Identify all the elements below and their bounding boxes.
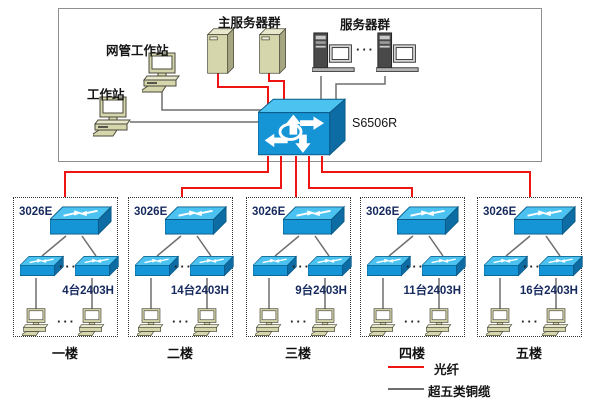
access-switch-icon xyxy=(484,255,528,277)
switch-ellipsis: ··· xyxy=(292,259,311,274)
switch-ellipsis: ··· xyxy=(523,259,542,274)
access-count-label: 4台2403H xyxy=(62,285,114,297)
floor-switch-label: 3026E xyxy=(134,206,168,218)
floor-name: 二楼 xyxy=(166,346,193,361)
servers-label: 服务器群 xyxy=(340,18,391,32)
fiber-link xyxy=(308,156,413,197)
pc-icon xyxy=(78,308,105,336)
floor-switch-label: 3026E xyxy=(19,206,53,218)
pc-icon xyxy=(369,308,396,336)
server-icon xyxy=(376,32,419,72)
floor-section: 3026E ··· 14台2403H ··· xyxy=(128,197,234,337)
switch-ellipsis: ··· xyxy=(174,259,193,274)
floor-copper-links xyxy=(499,235,561,311)
floor-section: 3026E ··· 11台2403H ··· xyxy=(360,197,466,337)
pc-icon xyxy=(137,308,164,336)
fiber-link xyxy=(181,156,282,197)
floor-name: 一楼 xyxy=(51,346,78,361)
legend-copper-line xyxy=(388,388,424,390)
pc-ellipsis: ··· xyxy=(172,314,191,329)
floor-switch-label: 3026E xyxy=(366,206,400,218)
floor-section: 3026E ··· 16台2403H ··· xyxy=(477,197,583,337)
access-switch-icon xyxy=(539,255,583,277)
aggregation-switch-icon xyxy=(283,205,345,236)
pc-icon xyxy=(255,308,282,336)
aggregation-switch-icon xyxy=(165,205,227,236)
workstation-label: 工作站 xyxy=(87,88,125,102)
pc-icon xyxy=(486,308,513,336)
floor-copper-links xyxy=(268,235,330,311)
access-switch-icon xyxy=(308,255,352,277)
access-count-label: 16台2403H xyxy=(519,285,578,297)
main-server-icon xyxy=(258,28,287,74)
access-count-label: 9台2403H xyxy=(295,285,347,297)
server-icon xyxy=(312,32,355,72)
access-switch-icon xyxy=(20,255,64,277)
switch-ellipsis: ··· xyxy=(406,259,425,274)
pc-icon xyxy=(311,308,338,336)
floor-switch-label: 3026E xyxy=(252,206,286,218)
floor-copper-links xyxy=(150,235,212,311)
floor-switch-label: 3026E xyxy=(483,206,517,218)
fiber-link xyxy=(217,72,269,104)
pc-icon xyxy=(542,308,569,336)
access-switch-icon xyxy=(422,255,466,277)
pc-ellipsis: ··· xyxy=(290,314,309,329)
aggregation-switch-icon xyxy=(514,205,576,236)
fiber-link xyxy=(321,156,531,197)
floor-name: 五楼 xyxy=(515,346,542,361)
core-switch-icon xyxy=(258,98,346,156)
floor-name: 三楼 xyxy=(284,346,311,361)
legend-copper-label: 超五类铜缆 xyxy=(428,385,491,399)
pc-icon xyxy=(425,308,452,336)
floor-section: 3026E ··· 4台2403H ··· xyxy=(13,197,119,337)
pc-ellipsis: ··· xyxy=(57,314,76,329)
access-switch-icon xyxy=(190,255,234,277)
workstation-icon xyxy=(93,96,131,137)
pc-ellipsis: ··· xyxy=(521,314,540,329)
pc-icon xyxy=(193,308,220,336)
core-area-box xyxy=(58,8,542,162)
fiber-link xyxy=(64,156,269,197)
access-switch-icon xyxy=(253,255,297,277)
core-switch-label: S6506R xyxy=(352,116,398,130)
fiber-link xyxy=(268,72,285,104)
aggregation-switch-icon xyxy=(50,205,112,236)
access-count-label: 14台2403H xyxy=(170,285,229,297)
floor-copper-links xyxy=(35,235,97,311)
access-count-label: 11台2403H xyxy=(403,285,461,297)
fiber-links xyxy=(64,72,531,197)
access-switch-icon xyxy=(75,255,119,277)
nms-workstation-icon xyxy=(142,52,180,93)
legend-fiber-line xyxy=(388,366,424,368)
aggregation-switch-icon xyxy=(397,205,459,236)
copper-link xyxy=(335,76,386,104)
main-servers-label: 主服务器群 xyxy=(218,16,281,30)
access-switch-icon xyxy=(367,255,411,277)
access-switch-icon xyxy=(135,255,179,277)
copper-link xyxy=(161,88,262,111)
nms-label: 网管工作站 xyxy=(106,44,169,58)
legend-fiber-label: 光纤 xyxy=(434,363,460,377)
servers-ellipsis: ··· xyxy=(356,42,375,57)
floor-copper-links xyxy=(382,235,444,311)
floor-name: 四楼 xyxy=(398,346,425,361)
floor-section: 3026E ··· 9台2403H ··· xyxy=(246,197,352,337)
switch-ellipsis: ··· xyxy=(59,259,78,274)
pc-icon xyxy=(22,308,49,336)
main-server-icon xyxy=(206,28,235,74)
pc-ellipsis: ··· xyxy=(404,314,423,329)
